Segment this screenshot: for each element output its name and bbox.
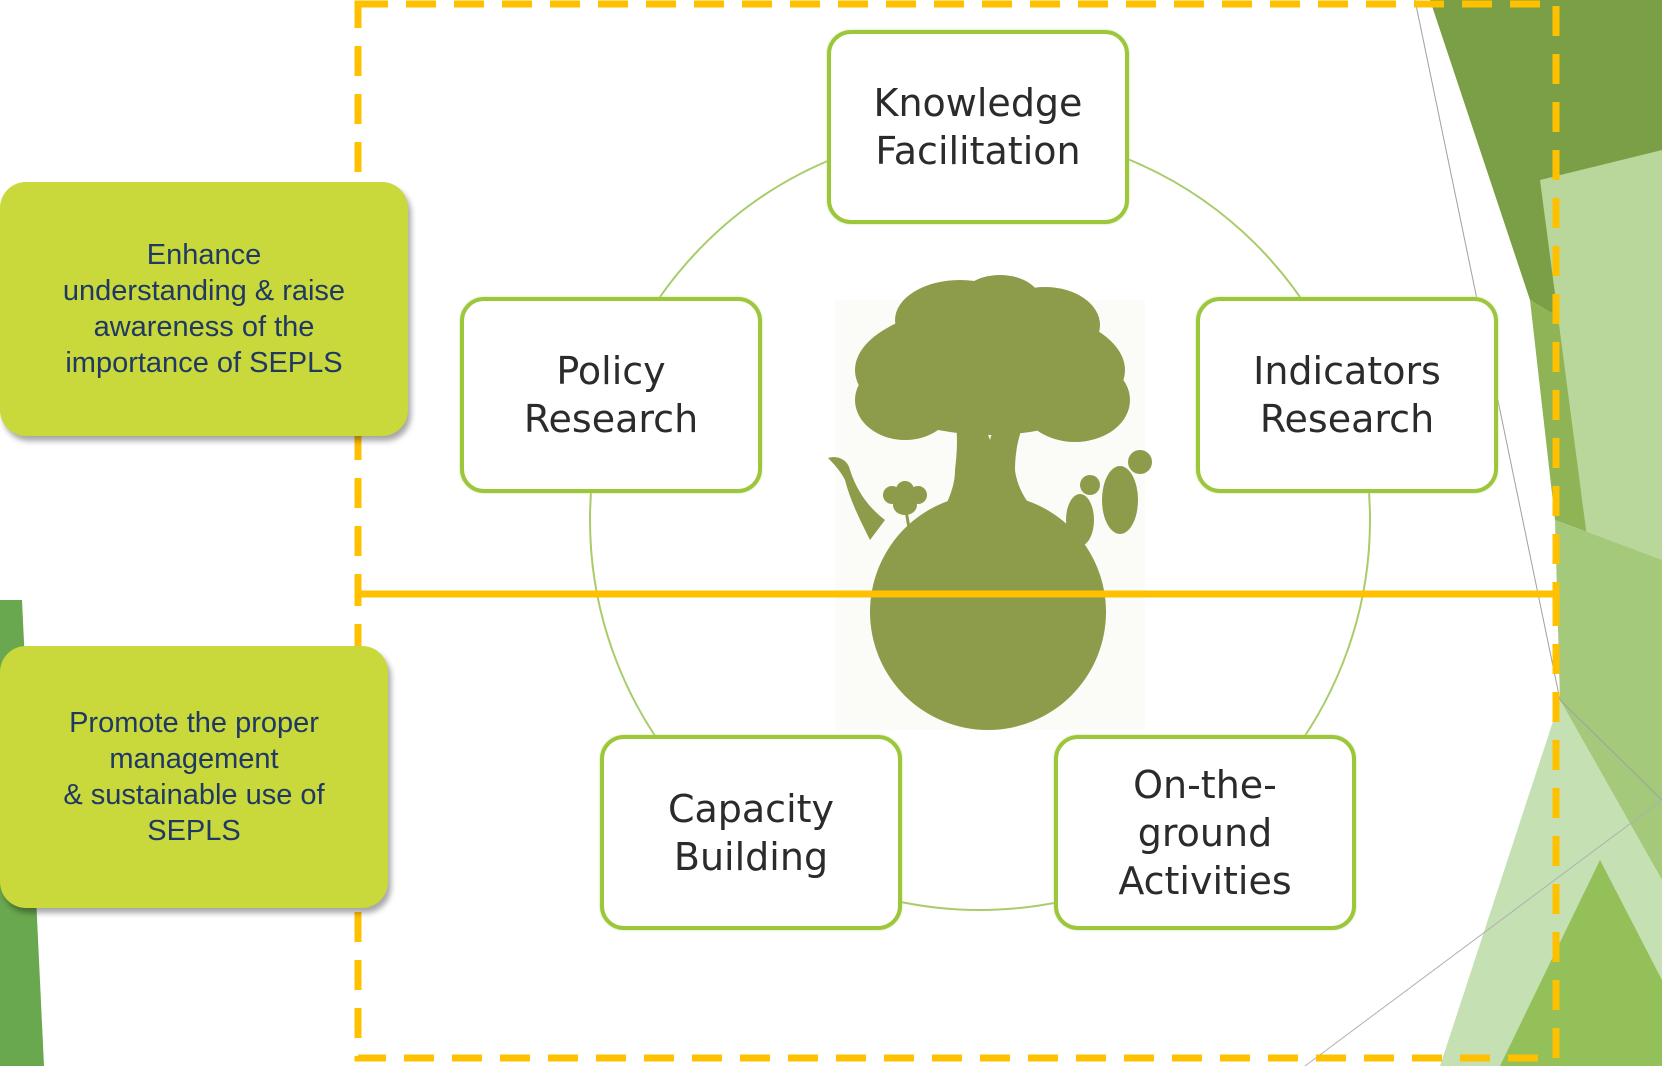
node-capacity-building: Capacity Building: [600, 735, 902, 930]
tree-globe-icon: [828, 275, 1152, 730]
node-policy-research: Policy Research: [460, 297, 762, 493]
node-indicators-research: Indicators Research: [1196, 297, 1498, 493]
goal-promote-management: Promote the proper management & sustaina…: [0, 646, 388, 908]
node-on-the-ground-activities: On-the- ground Activities: [1054, 735, 1356, 930]
right-decoration: [1304, 0, 1662, 1066]
goal-enhance-understanding: Enhance understanding & raise awareness …: [0, 182, 408, 436]
node-knowledge-facilitation: Knowledge Facilitation: [827, 30, 1129, 224]
